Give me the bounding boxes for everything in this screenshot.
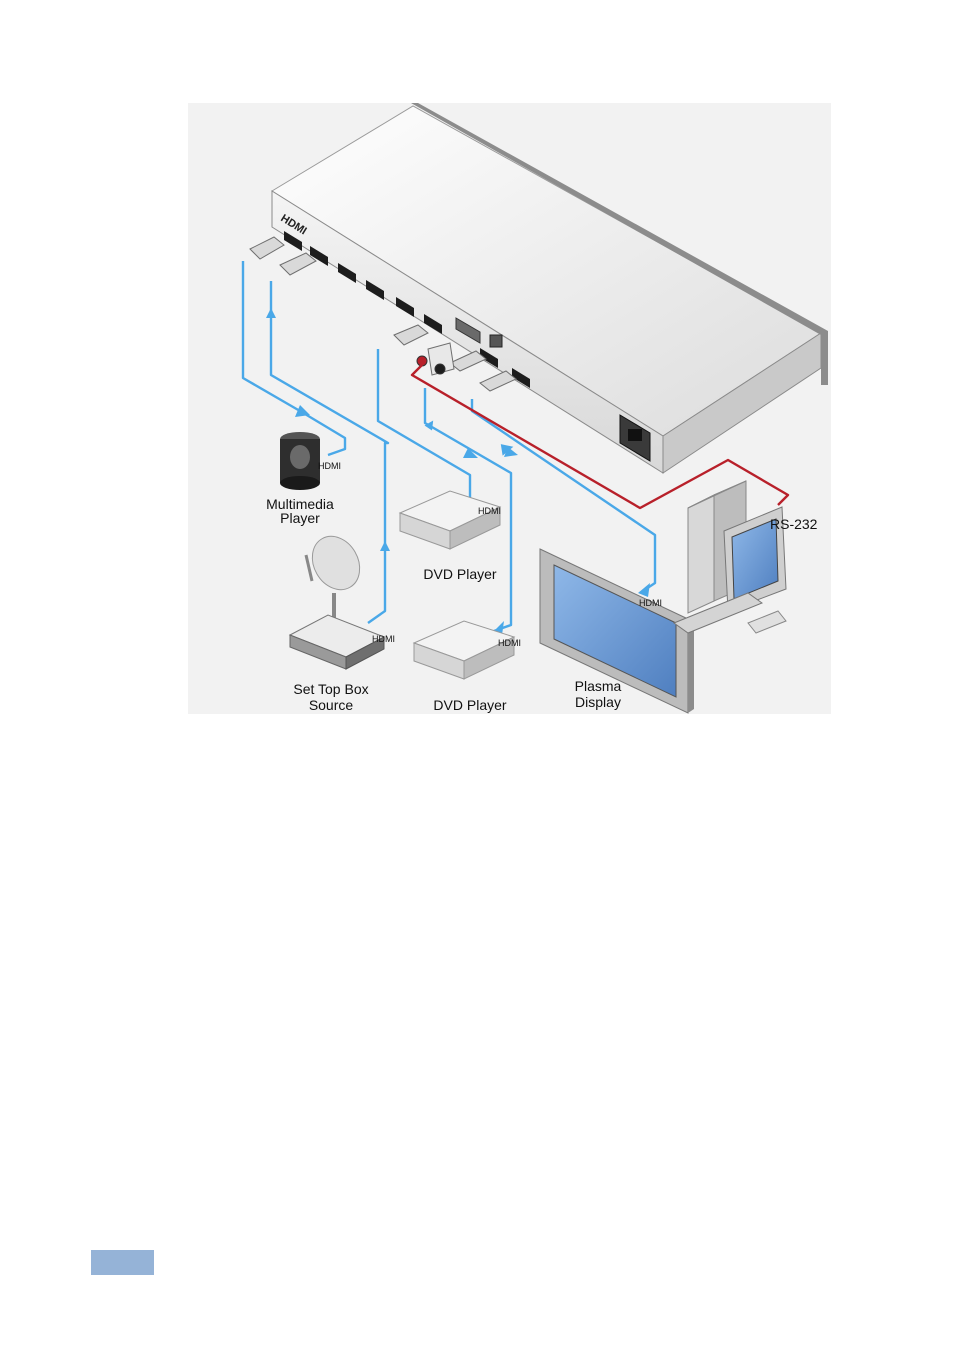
page-number-tab (91, 1250, 154, 1275)
connection-diagram: HDMI (188, 103, 831, 714)
label-hdmi-dvd2: HDMI (498, 638, 521, 648)
rca-black (435, 364, 445, 374)
ethernet-port (490, 335, 502, 347)
label-hdmi-settop: HDMI (372, 634, 395, 644)
label-rs232: RS-232 (770, 516, 818, 532)
diagram-canvas: HDMI (188, 103, 831, 714)
multimedia-player (280, 432, 320, 490)
label-hdmi-dvd1: HDMI (478, 506, 501, 516)
label-plasma-line1: Plasma (575, 678, 622, 694)
label-dvd-player-1: DVD Player (423, 566, 496, 582)
label-hdmi-multimedia: HDMI (318, 461, 341, 471)
label-multimedia-line2: Player (280, 510, 320, 526)
label-hdmi-plasma: HDMI (639, 598, 662, 608)
label-settop-line1: Set Top Box (293, 681, 368, 697)
label-plasma-line2: Display (575, 694, 621, 710)
label-dvd-player-2: DVD Player (433, 697, 506, 713)
rca-red (417, 356, 427, 366)
label-settop-line2: Source (309, 697, 354, 713)
